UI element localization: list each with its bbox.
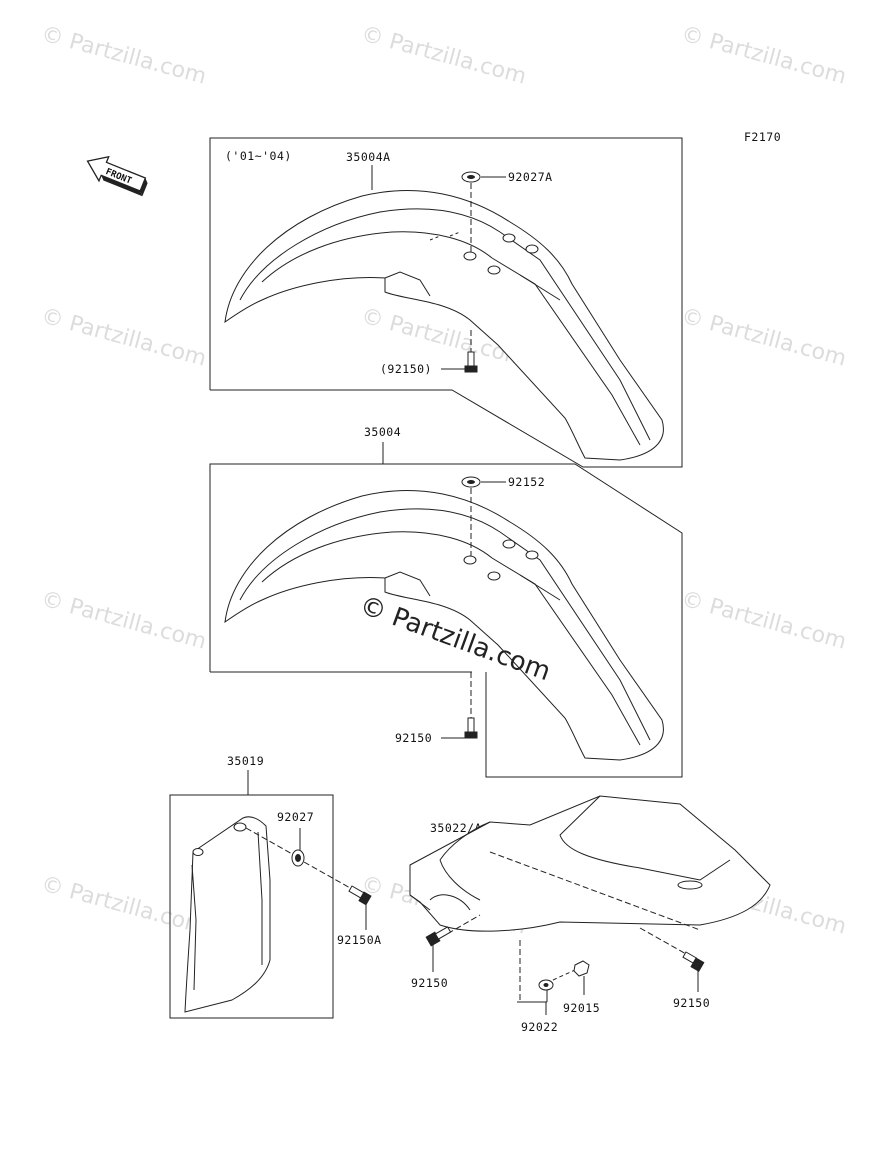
watermark: © Partzilla.com [38, 304, 208, 372]
bolt-92150-rear-left [425, 914, 481, 972]
label-92150A: 92150A [337, 933, 382, 947]
label-92152: 92152 [508, 475, 545, 489]
hardware-92015-92022 [517, 940, 590, 1015]
label-92150-mid: 92150 [395, 731, 432, 745]
bolt-92150-paren [441, 330, 478, 373]
rear-fender-35022A [409, 795, 771, 932]
watermark: © Partzilla.com [678, 587, 848, 655]
label-92150-rear-left: 92150 [411, 976, 448, 990]
label-35004A: 35004A [346, 150, 391, 164]
fork-guard-35019 [184, 816, 271, 1013]
label-35022A: 35022/A [430, 821, 482, 835]
label-35019: 35019 [227, 754, 264, 768]
front-fender-35004 [224, 490, 664, 761]
bolt-92150-mid [441, 672, 478, 739]
label-92150-paren: (92150) [380, 362, 432, 376]
grommet-92027A [461, 171, 506, 254]
label-92150-rear-right: 92150 [673, 996, 710, 1010]
watermark: © Partzilla.com [38, 872, 208, 940]
group-box-35019 [169, 794, 334, 1019]
watermarks: © Partzilla.com © Partzilla.com © Partzi… [38, 22, 848, 940]
watermark: © Partzilla.com [678, 22, 848, 90]
front-direction-arrow: FRONT [86, 155, 148, 197]
watermark: © Partzilla.com [38, 22, 208, 90]
label-92022: 92022 [521, 1020, 558, 1034]
label-35004: 35004 [364, 425, 401, 439]
label-92015: 92015 [563, 1001, 600, 1015]
group-box-35004 [209, 463, 683, 778]
group-box-35004A [209, 137, 683, 468]
label-92027A: 92027A [508, 170, 553, 184]
grommet-92027 [245, 827, 305, 867]
watermark: © Partzilla.com [358, 22, 528, 90]
year-range-label: ('01~'04) [225, 149, 292, 163]
watermark: © Partzilla.com [38, 587, 208, 655]
grommet-92152 [461, 476, 506, 556]
figure-code: F2170 [744, 130, 781, 144]
front-fender-35004A [224, 190, 664, 461]
label-92027: 92027 [277, 810, 314, 824]
bolt-92150-rear-right [639, 927, 705, 992]
bolt-92150A [303, 861, 372, 930]
watermark: © Partzilla.com [678, 304, 848, 372]
